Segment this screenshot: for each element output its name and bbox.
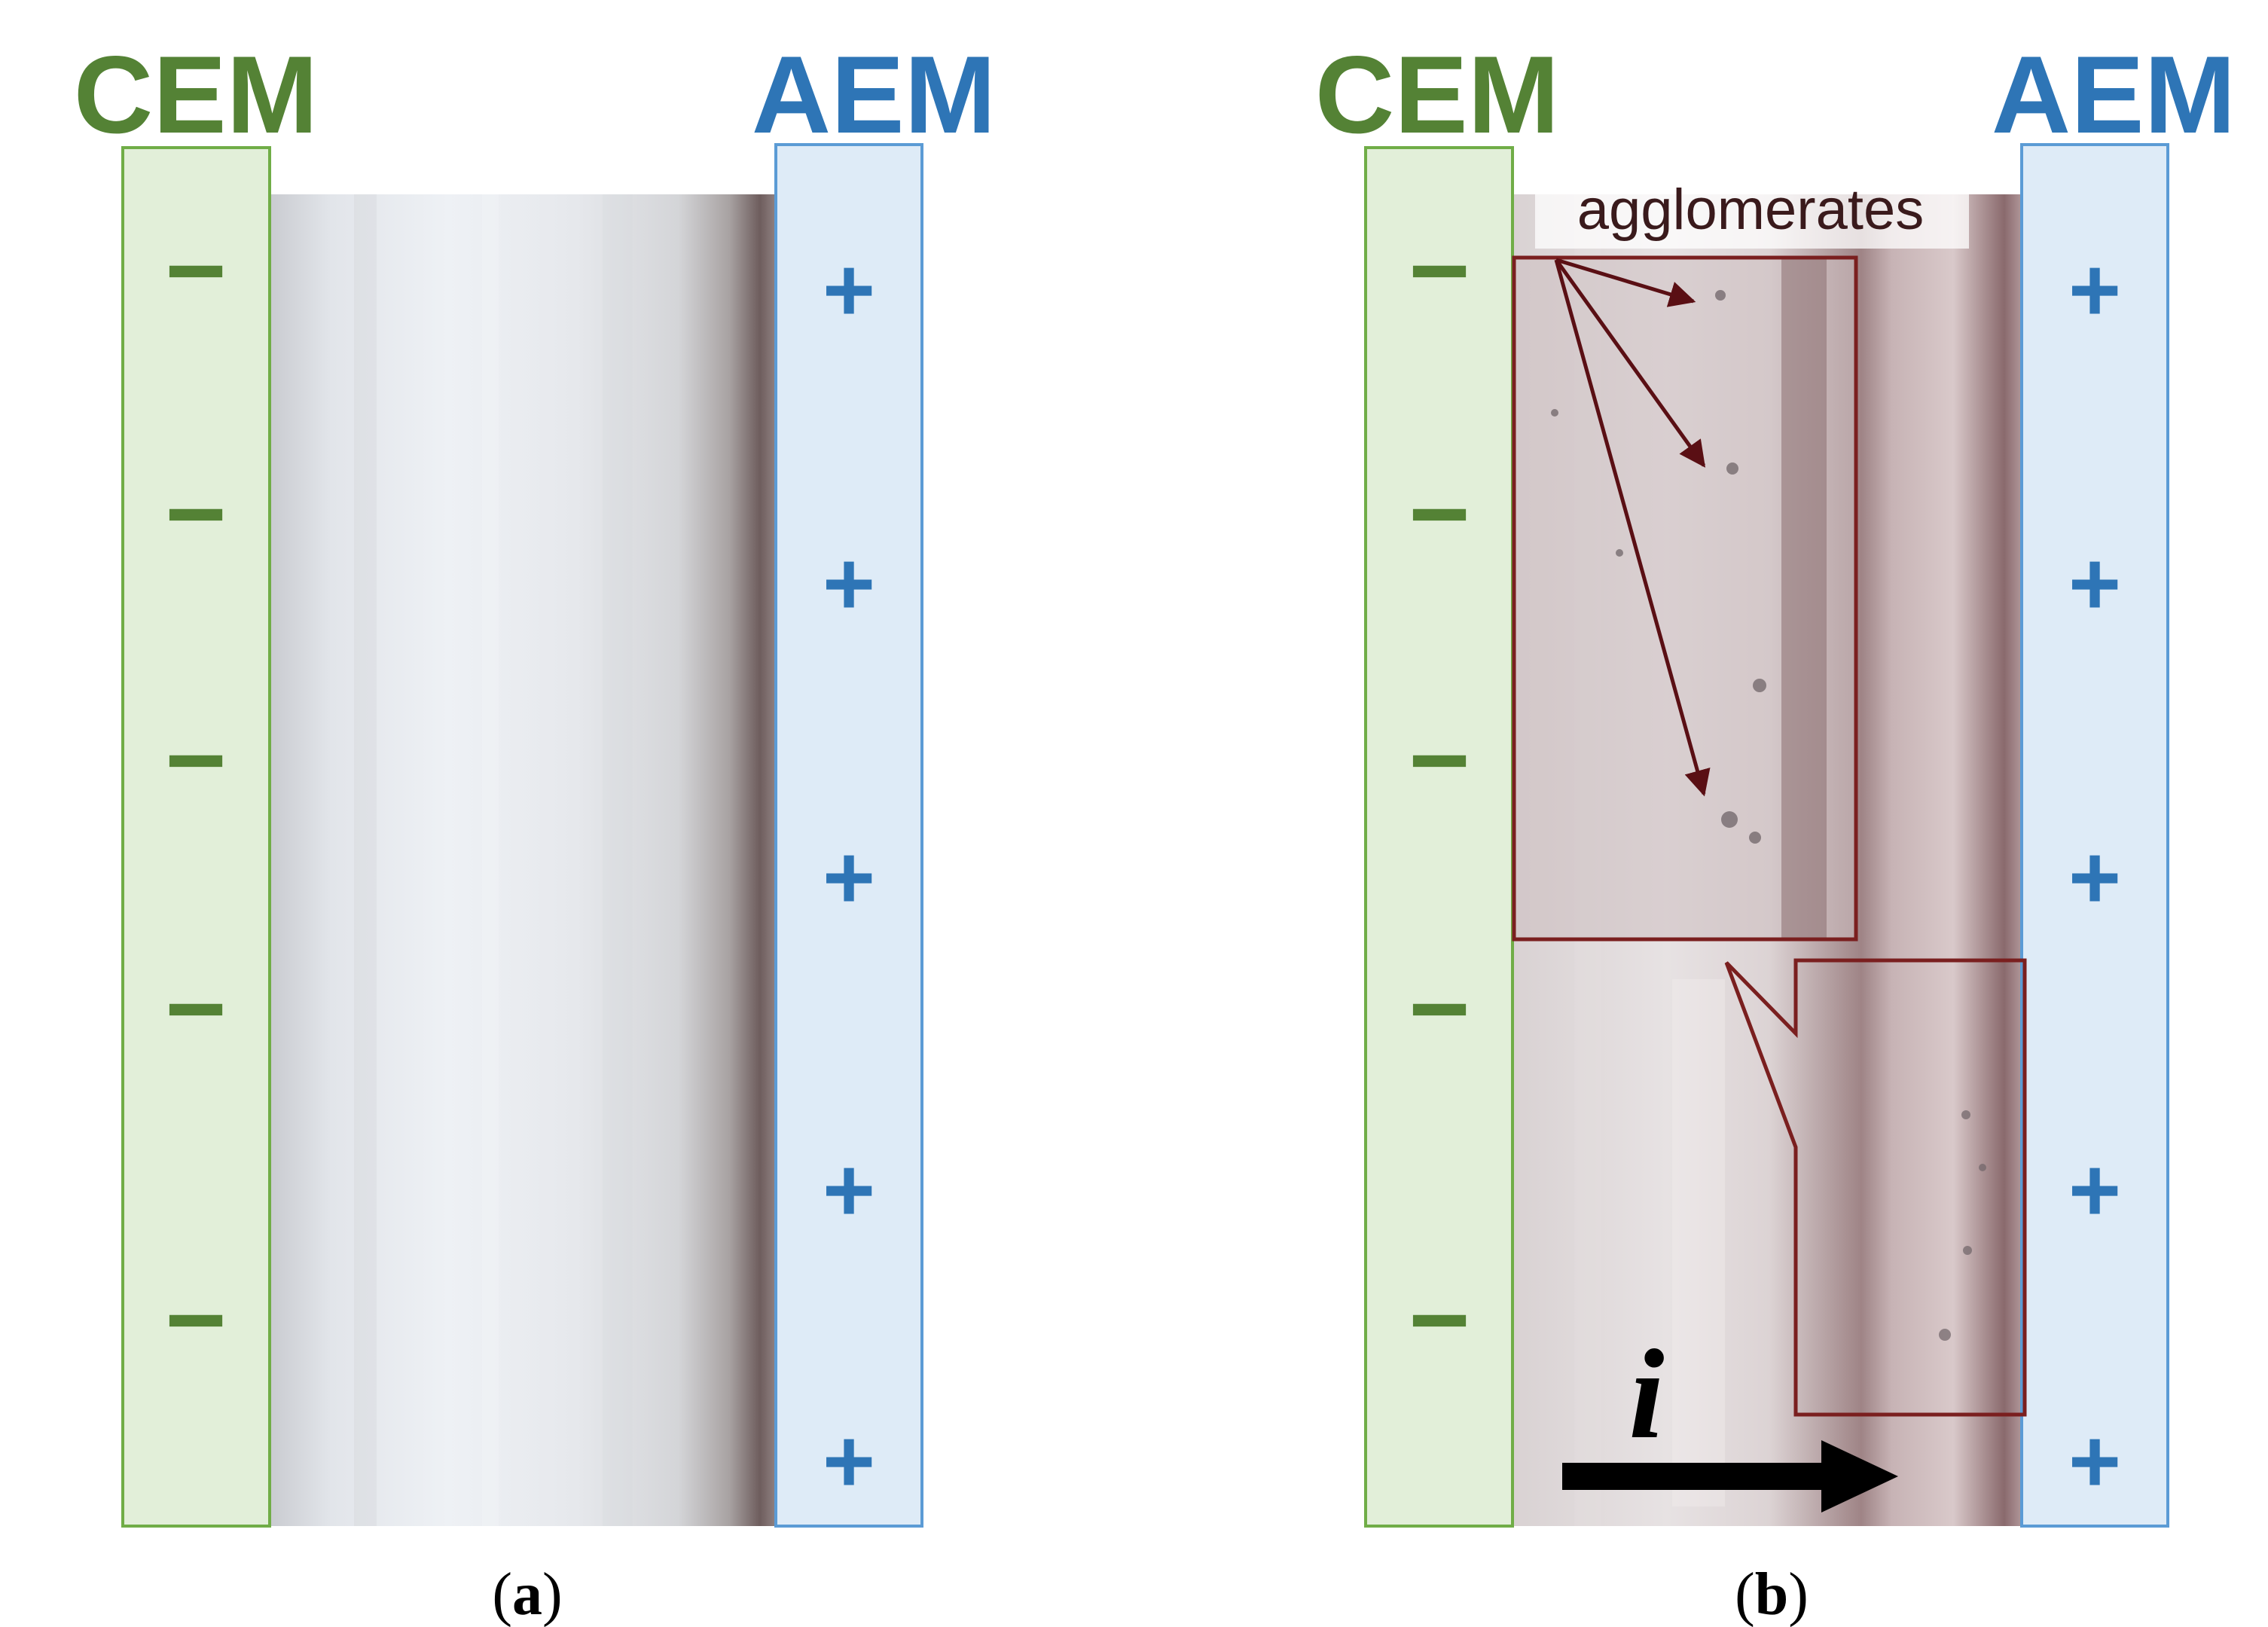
agglomerate (1726, 462, 1738, 475)
caption-a: (a) (492, 1561, 562, 1627)
arrow (1554, 258, 1706, 468)
aem-membrane-a (774, 143, 923, 1528)
positive-sign: + (823, 1411, 875, 1512)
caption-paren: ( (492, 1561, 512, 1627)
agglomerate (1616, 549, 1623, 557)
source-dots (1939, 1110, 1986, 1341)
positive-sign: + (823, 240, 875, 340)
arrow (1555, 258, 1696, 307)
negative-sign: − (165, 949, 227, 1067)
streak (1672, 979, 1725, 1506)
agglomerate (1721, 811, 1738, 828)
agglomerate (1961, 1110, 1970, 1119)
current-arrow (1562, 1440, 1898, 1513)
source-region (1724, 958, 2027, 1417)
channel-a-streaks (354, 194, 633, 1526)
agglomerate (1939, 1329, 1951, 1341)
annotation-bg (1535, 182, 1969, 249)
caption-paren: ) (1788, 1561, 1809, 1627)
agglomerate (1963, 1246, 1972, 1255)
agglomerate-dots (1551, 290, 1766, 844)
agglomerate (1715, 290, 1726, 301)
streak (354, 194, 377, 1526)
agglomerate (1551, 409, 1558, 417)
agglomerate (1753, 679, 1766, 692)
positive-sign: + (2068, 533, 2121, 634)
negative-sign: − (1409, 701, 1470, 819)
zoom-inset (1512, 255, 1858, 942)
negative-sign: − (1409, 211, 1470, 329)
aem-label-b: AEM (1992, 33, 2236, 156)
streak (482, 194, 499, 1526)
caption-letter: a (512, 1561, 542, 1627)
positive-sign: + (2068, 240, 2121, 340)
positive-sign: + (823, 533, 875, 634)
cem-label-a: CEM (74, 33, 318, 156)
positive-sign: + (823, 1140, 875, 1241)
caption-paren: ) (542, 1561, 563, 1627)
negative-sign: − (1409, 1260, 1470, 1378)
agglomerates-label: agglomerates (1577, 178, 1925, 242)
arrow (1554, 259, 1711, 797)
positive-sign: + (2068, 1140, 2121, 1241)
current-symbol: i (1629, 1323, 1664, 1465)
aem-label-a: AEM (752, 33, 996, 156)
aem-membrane-b (2020, 143, 2169, 1528)
positive-sign: + (2068, 1411, 2121, 1512)
positive-sign: + (2068, 827, 2121, 928)
cem-membrane-a (121, 146, 271, 1528)
inset-frame (1512, 255, 1858, 942)
streak (603, 194, 633, 1526)
channel-a (270, 194, 780, 1526)
callout-outline (1724, 958, 2027, 1417)
current-direction: i (1562, 1323, 1898, 1513)
negative-sign: − (165, 454, 227, 572)
caption-b: (b) (1735, 1561, 1809, 1627)
negative-sign: − (1409, 454, 1470, 572)
cem-label-b: CEM (1315, 33, 1559, 156)
caption-letter: b (1755, 1561, 1789, 1627)
panel-a: CEM AEM − − − − − + + + + + (a) (74, 33, 996, 1627)
negative-sign: − (165, 701, 227, 819)
negative-sign: − (1409, 949, 1470, 1067)
caption-paren: ( (1735, 1561, 1755, 1627)
inset-dark-edge (1781, 258, 1827, 939)
agglomerate (1979, 1164, 1986, 1171)
agglomerate (1749, 832, 1761, 844)
negative-sign: − (165, 1260, 227, 1378)
agglomerate-arrows (1554, 258, 1711, 797)
positive-sign: + (823, 827, 875, 928)
panel-b: CEM AEM − − − − − + + + + + (1315, 33, 2236, 1627)
negative-sign: − (165, 211, 227, 329)
